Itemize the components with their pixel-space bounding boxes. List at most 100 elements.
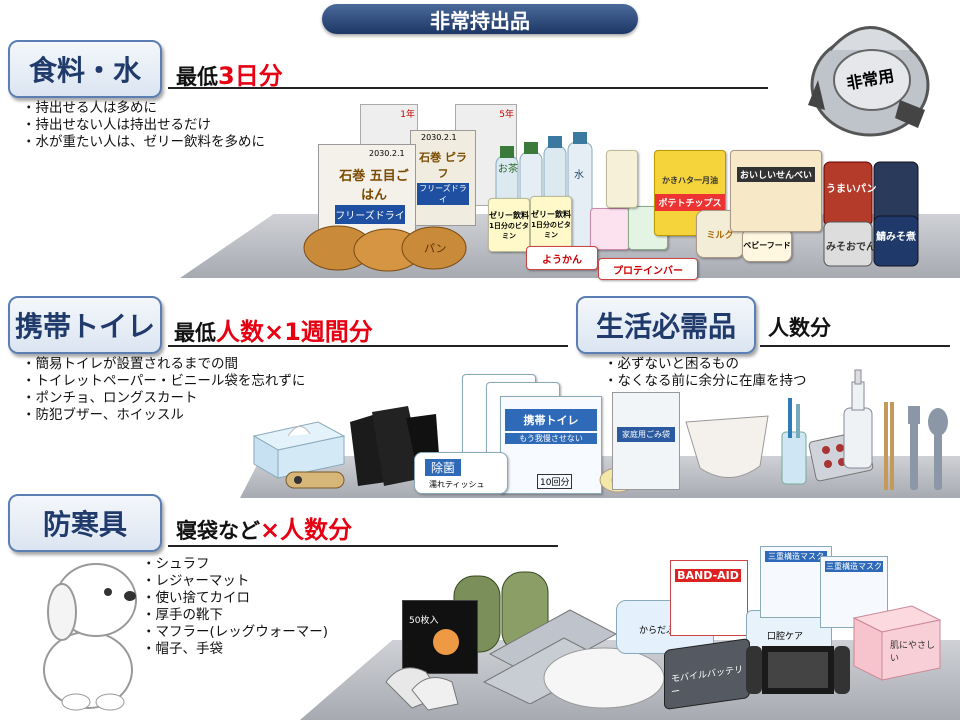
dog-mascot bbox=[18, 552, 138, 712]
category-food-water: 食料・水 bbox=[8, 40, 162, 98]
medicine-bottle bbox=[838, 368, 878, 472]
heading-text: 人数分 bbox=[768, 316, 831, 340]
product-name: 口腔ケア bbox=[767, 632, 804, 642]
diaper-illustration bbox=[680, 406, 774, 490]
divider bbox=[168, 87, 768, 89]
list-item: ・簡易トイレが設置されるまでの間 bbox=[22, 356, 238, 372]
product-name: 三重構造マスク bbox=[765, 551, 827, 562]
list-item: ・トイレットペーパー・ビニール袋を忘れずに bbox=[22, 373, 306, 389]
category-portable-toilet: 携帯トイレ bbox=[8, 296, 162, 354]
product-sub: 濡れティッシュ bbox=[429, 480, 485, 489]
whistle-icon bbox=[282, 464, 348, 494]
youkan-package: ようかん bbox=[526, 246, 598, 270]
tea-label: お茶 bbox=[498, 164, 518, 175]
garbage-bag-package: 家庭用ごみ袋 bbox=[612, 392, 680, 490]
product-name: ミルク bbox=[706, 230, 734, 241]
backpack-illustration: 非常用 bbox=[800, 10, 940, 140]
food-bullet-list: ・持出せる人は多めに ・持出せない人は持出せるだけ ・水が重たい人は、ゼリー飲料… bbox=[22, 100, 265, 151]
category-daily-necessities: 生活必需品 bbox=[576, 296, 756, 354]
product-name: 除菌 bbox=[425, 459, 462, 476]
year-label: 1年 bbox=[400, 110, 415, 120]
game-console bbox=[742, 640, 854, 700]
daily-bullet-list: ・必ずないと困るもの ・なくなる前に余分に在庫を持つ bbox=[604, 356, 807, 390]
daily-quantity-heading: 人数分 bbox=[768, 312, 831, 342]
protein-bar: プロテインバー bbox=[598, 258, 698, 280]
product-name: モバイルバッテリー bbox=[671, 664, 744, 699]
category-label: 防寒具 bbox=[42, 508, 127, 541]
bread-illustration: パン bbox=[300, 222, 470, 272]
product-name: おいしいせんべい bbox=[736, 167, 815, 182]
product-name: かきハタ一月油 bbox=[662, 176, 718, 185]
black-bags bbox=[346, 402, 442, 488]
list-item: ・レジャーマット bbox=[142, 573, 250, 589]
pink-tissue-box: 肌にやさしい bbox=[850, 598, 942, 684]
water-label: 水 bbox=[574, 170, 584, 181]
list-item: ・防犯ブザー、ホイッスル bbox=[22, 407, 184, 423]
date-label: 2030.2.1 bbox=[369, 149, 405, 158]
list-item: ・厚手の靴下 bbox=[142, 607, 223, 623]
divider bbox=[760, 345, 950, 347]
milk-carton bbox=[590, 208, 630, 250]
list-item: ・使い捨てカイロ bbox=[142, 590, 250, 606]
list-item: ・マフラー(レッグウォーマー) bbox=[142, 624, 329, 640]
product-name: 家庭用ごみ袋 bbox=[617, 427, 675, 442]
product-name: 携帯トイレ bbox=[505, 409, 597, 431]
product-tag: ポテトチップス bbox=[655, 194, 725, 211]
list-item: ・水が重たい人は、ゼリー飲料を多めに bbox=[22, 134, 265, 150]
category-label: 食料・水 bbox=[28, 54, 141, 87]
product-name: 三重構造マスク bbox=[825, 561, 883, 572]
list-item: ・帽子、手袋 bbox=[142, 641, 223, 657]
product-name: BAND-AID bbox=[675, 569, 741, 582]
divider bbox=[168, 545, 558, 547]
product-name: ゼリー飲料 bbox=[531, 209, 571, 219]
cold-bullet-list: ・シュラフ ・レジャーマット ・使い捨てカイロ ・厚手の靴下 ・マフラー(レッグ… bbox=[142, 556, 328, 658]
product-name: 石巻 五目ごはん bbox=[339, 169, 409, 203]
toilet-bullet-list: ・簡易トイレが設置されるまでの間 ・トイレットペーパー・ビニール袋を忘れずに ・… bbox=[22, 356, 305, 424]
heading-emphasis: ×人数分 bbox=[260, 516, 353, 544]
product-sub: もう我慢させない bbox=[505, 433, 597, 444]
date-label: 2030.2.1 bbox=[421, 133, 457, 142]
jelly-drink: ゼリー飲料 1日分のビタミン bbox=[530, 196, 572, 252]
tissue-box bbox=[248, 414, 348, 480]
product-name: からだふき bbox=[639, 626, 685, 636]
heading-prefix: 寝袋など bbox=[176, 519, 260, 543]
count-label: 10回分 bbox=[537, 474, 573, 489]
canned-food: うまいパン 鯖みそ煮 みそおでん bbox=[820, 150, 920, 270]
product-tag: フリーズドライ bbox=[417, 183, 469, 205]
list-item: ・シュラフ bbox=[142, 556, 210, 572]
food-quantity-heading: 最低3日分 bbox=[176, 56, 283, 91]
hand-warmer-box: 50枚入 bbox=[402, 600, 478, 674]
heading-prefix: 最低 bbox=[174, 321, 216, 345]
category-cold-protection: 防寒具 bbox=[8, 494, 162, 552]
wet-wipes: 除菌 濡れティッシュ bbox=[414, 452, 508, 494]
bread-label: パン bbox=[424, 242, 447, 255]
heading-emphasis: 3日分 bbox=[218, 62, 283, 90]
product-name: 50枚入 bbox=[409, 616, 439, 626]
category-label: 生活必需品 bbox=[595, 310, 736, 343]
product-name: みそおでん bbox=[826, 242, 876, 253]
portable-toilet-box-front: 携帯トイレ もう我慢させない 10回分 bbox=[500, 396, 602, 494]
product-name: うまいパン bbox=[826, 184, 877, 195]
heading-prefix: 最低 bbox=[176, 65, 218, 89]
gloves bbox=[382, 652, 462, 712]
heading-emphasis: 人数×1週間分 bbox=[216, 318, 373, 346]
category-label: 携帯トイレ bbox=[14, 310, 155, 343]
product-name: 鯖みそ煮 bbox=[876, 232, 916, 243]
divider bbox=[168, 345, 568, 347]
mobile-battery: モバイルバッテリー bbox=[664, 637, 750, 711]
gohan-package: 2030.2.1 石巻 五目ごはん フリーズドライ bbox=[318, 144, 416, 242]
chopsticks-fork-spoon bbox=[878, 398, 958, 494]
page-title: 非常持出品 bbox=[322, 4, 638, 34]
product-name: ベビーフード bbox=[743, 240, 791, 250]
senbei-package: おいしいせんべい bbox=[730, 150, 822, 232]
product-name: ようかん bbox=[542, 254, 582, 266]
toilet-quantity-heading: 最低人数×1週間分 bbox=[174, 312, 373, 347]
list-item: ・持出せない人は持出せるだけ bbox=[22, 117, 211, 133]
product-sub: 1日分のビタミン bbox=[489, 221, 529, 240]
year-label: 5年 bbox=[499, 110, 514, 120]
jelly-drink: ゼリー飲料 1日分のビタミン bbox=[488, 198, 530, 252]
baby-food-jar: ベビーフード bbox=[742, 228, 792, 262]
product-name: プロテインバー bbox=[613, 265, 683, 277]
list-item: ・必ずないと困るもの bbox=[604, 356, 739, 372]
bandaid-box: BAND-AID bbox=[670, 560, 748, 636]
